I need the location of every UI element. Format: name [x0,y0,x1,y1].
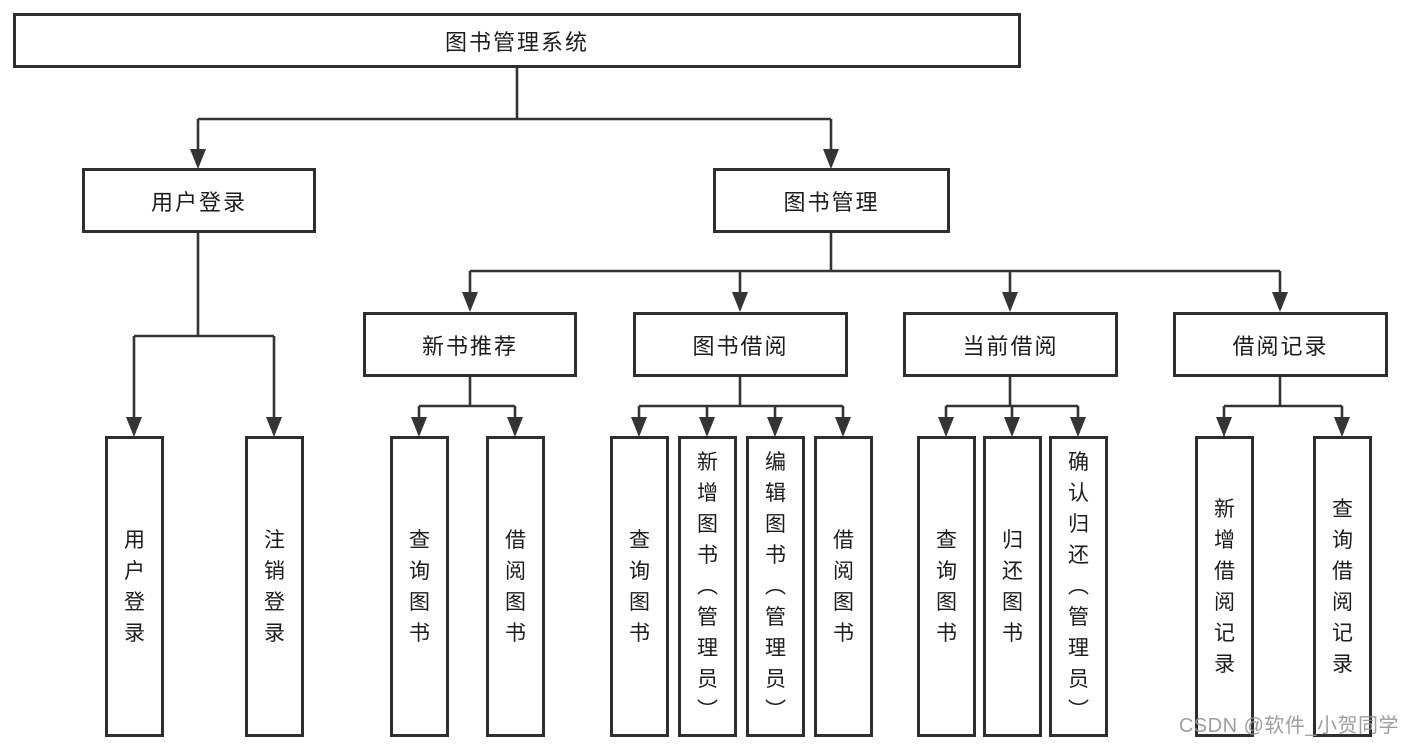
edge-root-to-level2 [196,68,833,166]
node-leaf-add-books-admin-label: 新增图书︵管理员︶ [697,451,718,722]
node-leaf-query-books-recommend-label: 查询图书 [409,528,430,645]
node-current-borrowing: 当前借阅 [903,312,1118,377]
node-leaf-add-books-admin: 新增图书︵管理员︶ [678,436,737,737]
node-leaf-borrow-books-recommend: 借阅图书 [486,436,545,737]
node-leaf-query-borrow-record: 查询借阅记录 [1313,436,1372,737]
node-leaf-logout: 注销登录 [245,436,304,737]
node-library-system-label: 图书管理系统 [444,29,589,55]
edge-borrow-records-group [1222,377,1344,433]
node-leaf-user-login-label: 用户登录 [124,528,145,645]
node-book-borrowing-label: 图书借阅 [692,333,789,359]
node-leaf-add-borrow-record: 新增借阅记录 [1195,436,1254,737]
node-new-book-recommend-label: 新书推荐 [421,333,518,359]
node-leaf-return-books-label: 归还图书 [1002,528,1023,645]
node-borrow-records: 借阅记录 [1173,312,1388,377]
node-leaf-query-books-current-label: 查询图书 [936,528,957,645]
node-leaf-query-books-borrowing: 查询图书 [610,436,669,737]
node-user-login: 用户登录 [82,168,316,233]
node-leaf-query-books-borrowing-label: 查询图书 [629,528,650,645]
node-current-borrowing-label: 当前借阅 [962,333,1059,359]
node-leaf-confirm-return-admin: 确认归还︵管理员︶ [1049,436,1108,737]
edge-book-management-group [468,233,1282,309]
node-user-login-label: 用户登录 [150,189,247,215]
node-leaf-add-borrow-record-label: 新增借阅记录 [1214,497,1235,676]
node-leaf-borrow-books-label: 借阅图书 [833,528,854,645]
node-leaf-return-books: 归还图书 [983,436,1042,737]
node-leaf-user-login: 用户登录 [105,436,164,737]
node-leaf-query-books-current: 查询图书 [917,436,976,737]
arrowhead-markers [126,149,1350,437]
node-new-book-recommend: 新书推荐 [363,312,577,377]
node-leaf-borrow-books: 借阅图书 [814,436,873,737]
node-leaf-edit-books-admin-label: 编辑图书︵管理员︶ [765,451,786,722]
node-borrow-records-label: 借阅记录 [1232,333,1329,359]
node-book-borrowing: 图书借阅 [633,312,848,377]
node-book-management: 图书管理 [713,168,950,233]
node-book-management-label: 图书管理 [783,189,880,215]
edge-user-login-group [132,233,276,433]
node-leaf-confirm-return-admin-label: 确认归还︵管理员︶ [1068,451,1089,722]
node-leaf-query-borrow-record-label: 查询借阅记录 [1332,497,1353,676]
edge-book-borrowing-group [637,377,845,433]
node-leaf-logout-label: 注销登录 [264,528,285,645]
node-leaf-edit-books-admin: 编辑图书︵管理员︶ [746,436,805,737]
node-leaf-borrow-books-recommend-label: 借阅图书 [505,528,526,645]
edge-new-book-recommend-group [417,377,517,433]
node-library-system: 图书管理系统 [13,13,1021,68]
csdn-watermark: CSDN @软件_小贺同学 [1178,715,1399,737]
node-leaf-query-books-recommend: 查询图书 [390,436,449,737]
